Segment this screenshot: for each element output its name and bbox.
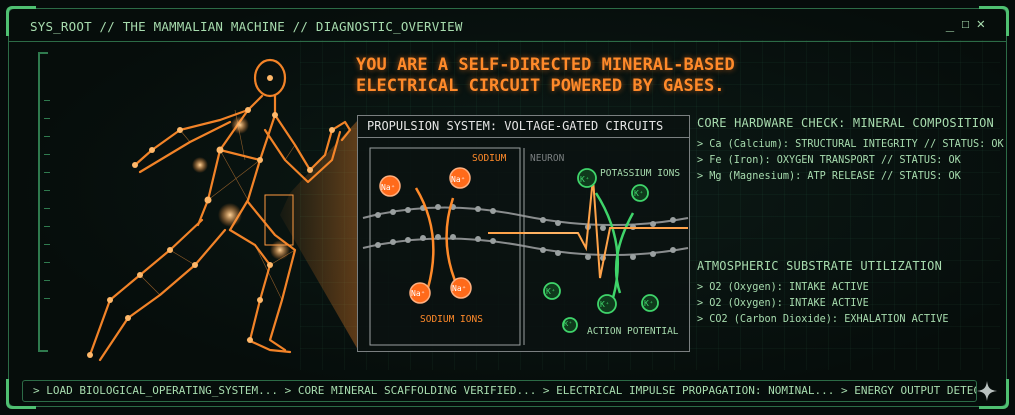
close-button[interactable]: ✕ bbox=[976, 16, 985, 32]
k-ion-1: K⁺ bbox=[580, 175, 590, 184]
sodium-label: SODIUM bbox=[472, 153, 507, 164]
corner-bracket-top-left bbox=[6, 6, 36, 36]
headline-line-2: ELECTRICAL CIRCUIT POWERED BY GASES. bbox=[356, 76, 725, 96]
breadcrumb: SYS_ROOT // THE MAMMALIAN MACHINE // DIA… bbox=[30, 19, 463, 34]
neuron-label: NEURON bbox=[530, 153, 565, 164]
atmospheric-section: ATMOSPHERIC SUBSTRATE UTILIZATION > O2 (… bbox=[697, 259, 997, 328]
sparkle-icon bbox=[977, 381, 997, 401]
runner-figure bbox=[87, 58, 358, 362]
corner-bracket-bottom-right bbox=[979, 379, 1009, 409]
hardware-item-magnesium: > Mg (Magnesium): ATP RELEASE // STATUS:… bbox=[697, 171, 961, 182]
corner-bracket-top-right bbox=[979, 6, 1009, 36]
minimize-button[interactable]: _ bbox=[945, 16, 955, 32]
corner-bracket-bottom-left bbox=[6, 379, 36, 409]
k-ion-4: K⁺ bbox=[600, 300, 610, 309]
title-divider bbox=[8, 41, 1007, 42]
atmospheric-title: ATMOSPHERIC SUBSTRATE UTILIZATION bbox=[697, 259, 943, 273]
atmospheric-item-co2: > CO2 (Carbon Dioxide): EXHALATION ACTIV… bbox=[697, 314, 949, 325]
potassium-label: POTASSIUM IONS bbox=[600, 168, 681, 179]
k-ion-2: K⁺ bbox=[634, 189, 644, 198]
headline-line-1: YOU ARE A SELF-DIRECTED MINERAL-BASED bbox=[356, 55, 735, 75]
atmospheric-item-oxygen-1: > O2 (Oxygen): INTAKE ACTIVE bbox=[697, 282, 869, 293]
headline: YOU ARE A SELF-DIRECTED MINERAL-BASED EL… bbox=[356, 55, 776, 97]
propulsion-panel: PROPULSION SYSTEM: VOLTAGE-GATED CIRCUIT… bbox=[357, 115, 690, 352]
hardware-check-title: CORE HARDWARE CHECK: MINERAL COMPOSITION bbox=[697, 116, 994, 130]
sodium-ions-label: SODIUM IONS bbox=[420, 314, 483, 325]
hardware-item-calcium: > Ca (Calcium): STRUCTURAL INTEGRITY // … bbox=[697, 139, 1004, 150]
na-ion-3: Na⁺ bbox=[411, 289, 426, 298]
na-ion-2: Na⁺ bbox=[451, 175, 466, 184]
k-ion-6: K⁺ bbox=[564, 320, 573, 328]
na-ion-1: Na⁺ bbox=[381, 183, 396, 192]
na-ion-4: Na⁺ bbox=[452, 284, 467, 293]
propulsion-title: PROPULSION SYSTEM: VOLTAGE-GATED CIRCUIT… bbox=[358, 116, 689, 138]
hardware-check-section: CORE HARDWARE CHECK: MINERAL COMPOSITION… bbox=[697, 116, 1004, 185]
ion-channel-diagram bbox=[362, 147, 689, 346]
atmospheric-item-oxygen-2: > O2 (Oxygen): INTAKE ACTIVE bbox=[697, 298, 869, 309]
maximize-button[interactable]: ☐ bbox=[961, 16, 970, 32]
action-potential-label: ACTION POTENTIAL bbox=[587, 326, 679, 337]
hardware-item-iron: > Fe (Iron): OXYGEN TRANSPORT // STATUS:… bbox=[697, 155, 961, 166]
status-bar: > LOAD BIOLOGICAL_OPERATING_SYSTEM... > … bbox=[22, 380, 977, 402]
k-ion-5: K⁺ bbox=[644, 299, 654, 308]
window-controls: _ ☐ ✕ bbox=[946, 16, 985, 32]
k-ion-3: K⁺ bbox=[546, 287, 556, 296]
side-ticks bbox=[44, 100, 50, 300]
side-bracket bbox=[38, 52, 48, 352]
